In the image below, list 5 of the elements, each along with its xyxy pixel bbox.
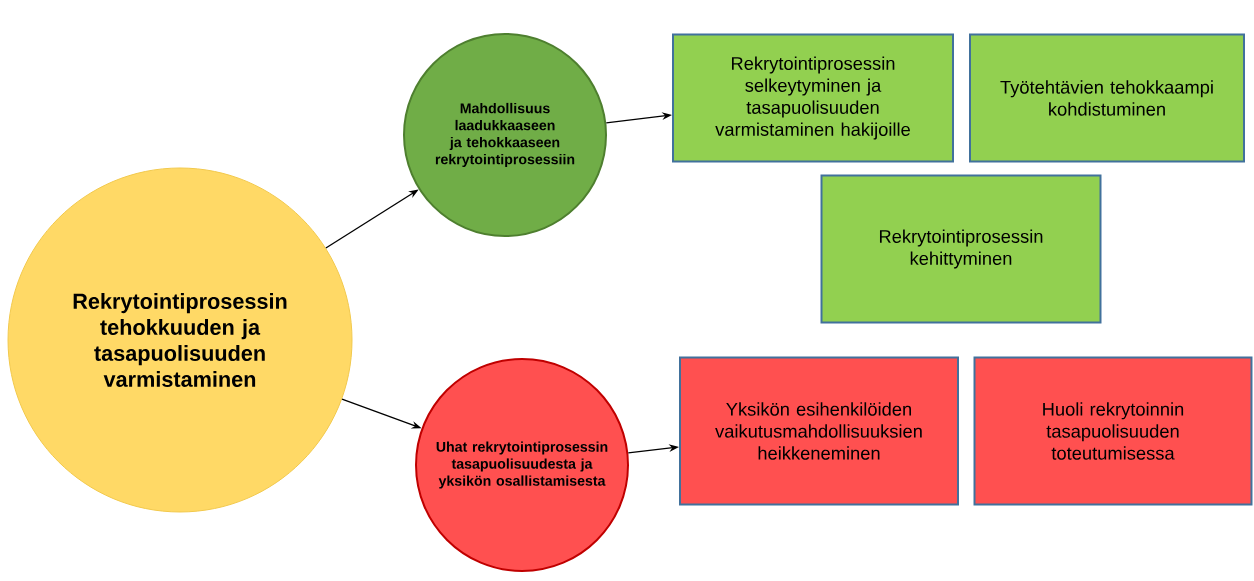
outcome-box: Rekrytointiprosessin kehittyminen xyxy=(820,174,1102,324)
outcome-box: Rekrytointiprosessin selkeytyminen ja tasapuolisuuden varmistaminen hakijoille xyxy=(672,33,954,163)
threat-box: Huoli rekrytoinnin tasapuolisuuden toteutumisessa xyxy=(973,356,1253,506)
outcome-box: Työtehtävien tehokkaampi kohdistuminen xyxy=(969,33,1245,163)
threat-box: Yksikön esihenkilöiden vaikutusmahdollisuuksien heikkeneminen xyxy=(679,356,959,506)
